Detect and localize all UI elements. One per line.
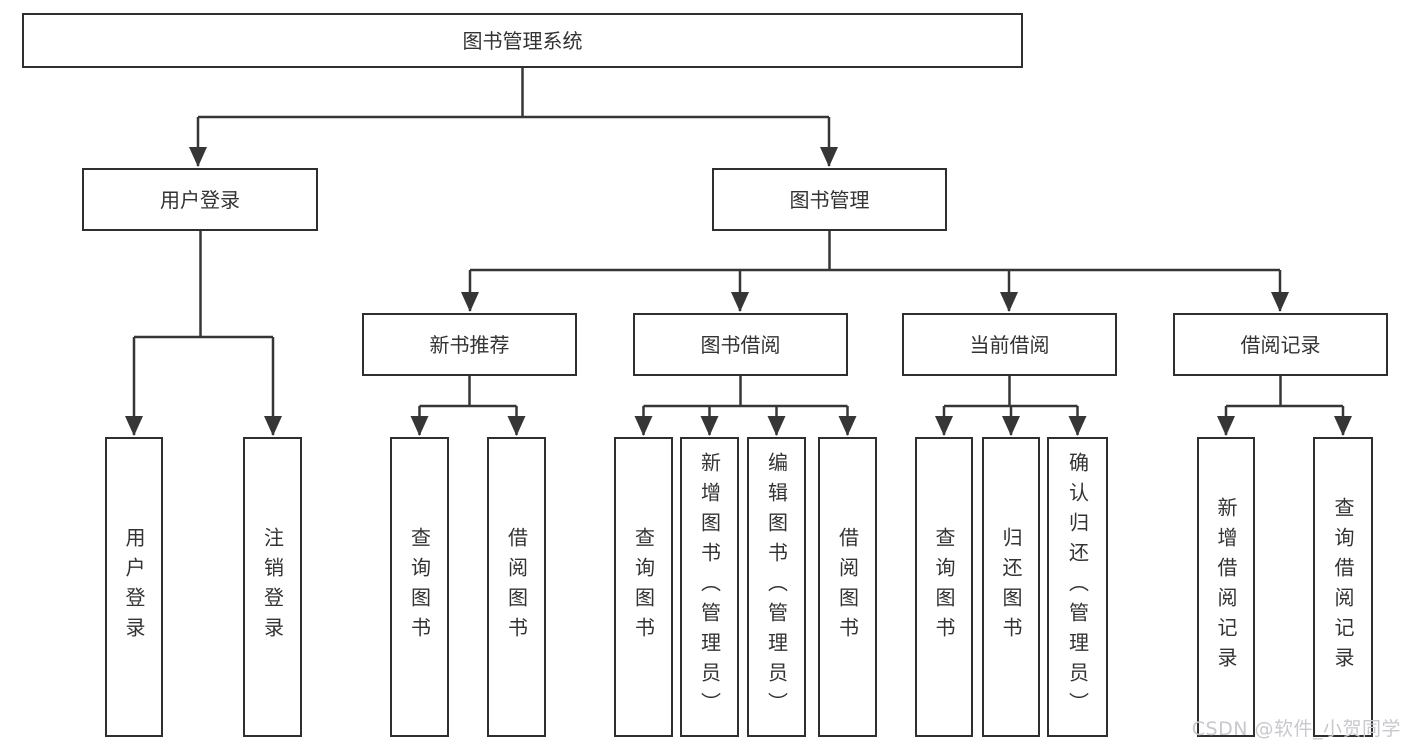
leaf-logout: 注销登录: [243, 437, 302, 737]
node-label: 当前借阅: [969, 332, 1050, 357]
connector-book-management-to-level2: [461, 231, 1289, 312]
leaf-confirm-return-admin: 确认归还（管理员）: [1047, 437, 1108, 737]
leaf-add-book-admin: 新增图书（管理员）: [680, 437, 739, 737]
node-label: 借阅记录: [1240, 332, 1321, 357]
node-label: 查询图书: [631, 527, 656, 647]
leaf-query-borrow-record: 查询借阅记录: [1313, 437, 1373, 737]
connector-book-borrow-to-leaves: [634, 376, 857, 436]
node-label: 用户登录: [160, 187, 240, 212]
node-label: 查询借阅记录: [1331, 497, 1355, 677]
node-label: 新书推荐: [429, 332, 510, 357]
connector-user-login-to-leaves: [125, 231, 282, 436]
node-root: 图书管理系统: [22, 13, 1023, 68]
watermark: CSDN @软件_小贺同学: [1191, 718, 1401, 740]
node-label: 借阅图书: [504, 527, 529, 647]
node-label: 注销登录: [260, 527, 285, 647]
leaf-borrow-books-1: 借阅图书: [487, 437, 546, 737]
node-label: 借阅图书: [835, 527, 860, 647]
node-current-borrow: 当前借阅: [902, 313, 1117, 376]
node-user-login: 用户登录: [82, 168, 318, 231]
node-label: 图书管理: [789, 187, 870, 212]
node-new-book-recommend: 新书推荐: [362, 313, 577, 376]
connector-new-book-recommend-to-leaves: [410, 376, 526, 436]
node-label: 编辑图书（管理员）: [764, 452, 789, 722]
node-label: 归还图书: [999, 527, 1023, 647]
node-label: 新增借阅记录: [1214, 497, 1238, 677]
node-borrow-records: 借阅记录: [1173, 313, 1388, 376]
connector-borrow-records-to-leaves: [1217, 376, 1352, 436]
connector-current-borrow-to-leaves: [935, 376, 1087, 436]
node-label: 图书管理系统: [462, 28, 583, 53]
node-book-borrow: 图书借阅: [633, 313, 848, 376]
node-label: 查询图书: [407, 527, 432, 647]
leaf-add-borrow-record: 新增借阅记录: [1197, 437, 1255, 737]
node-label: 确认归还（管理员）: [1065, 452, 1090, 722]
node-label: 新增图书（管理员）: [697, 452, 722, 722]
connector-root-to-level1: [189, 68, 838, 167]
leaf-edit-book-admin: 编辑图书（管理员）: [747, 437, 806, 737]
node-label: 图书借阅: [700, 332, 781, 357]
leaf-query-books-3: 查询图书: [915, 437, 973, 737]
node-label: 查询图书: [932, 527, 956, 647]
leaf-query-books-1: 查询图书: [390, 437, 449, 737]
node-book-management: 图书管理: [712, 168, 947, 231]
leaf-user-login: 用户登录: [105, 437, 163, 737]
leaf-return-book: 归还图书: [982, 437, 1040, 737]
leaf-borrow-books-2: 借阅图书: [818, 437, 877, 737]
node-label: 用户登录: [122, 527, 146, 647]
leaf-query-books-2: 查询图书: [614, 437, 673, 737]
